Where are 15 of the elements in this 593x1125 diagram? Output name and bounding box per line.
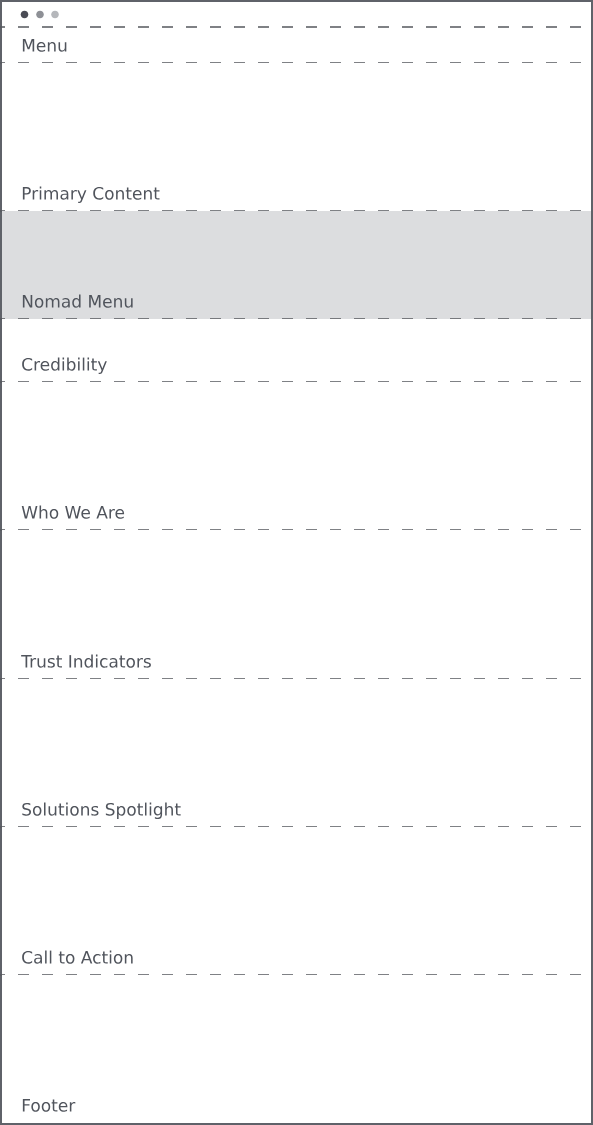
node-label: Who We Are (21, 505, 125, 519)
page-section: Footer (2, 975, 591, 1123)
page-section: Primary Content (0, 63, 593, 212)
node-label: Call to Action (22, 950, 133, 964)
node-label: Primary Content (22, 186, 160, 204)
page-section: Solutions Spotlight (0, 679, 593, 828)
page-section: Nomad Menu (0, 211, 593, 320)
node-label: Trust Indicators (21, 654, 151, 668)
page-section: Trust Indicators (0, 530, 593, 680)
page-section: Menu (0, 26, 593, 64)
page-section: Credibility (0, 319, 593, 383)
node-label: Solutions Spotlight (22, 802, 181, 820)
page-section: Call to Action (0, 827, 593, 976)
node-label: Credibility (22, 357, 107, 375)
node-label: Footer (22, 1099, 76, 1112)
